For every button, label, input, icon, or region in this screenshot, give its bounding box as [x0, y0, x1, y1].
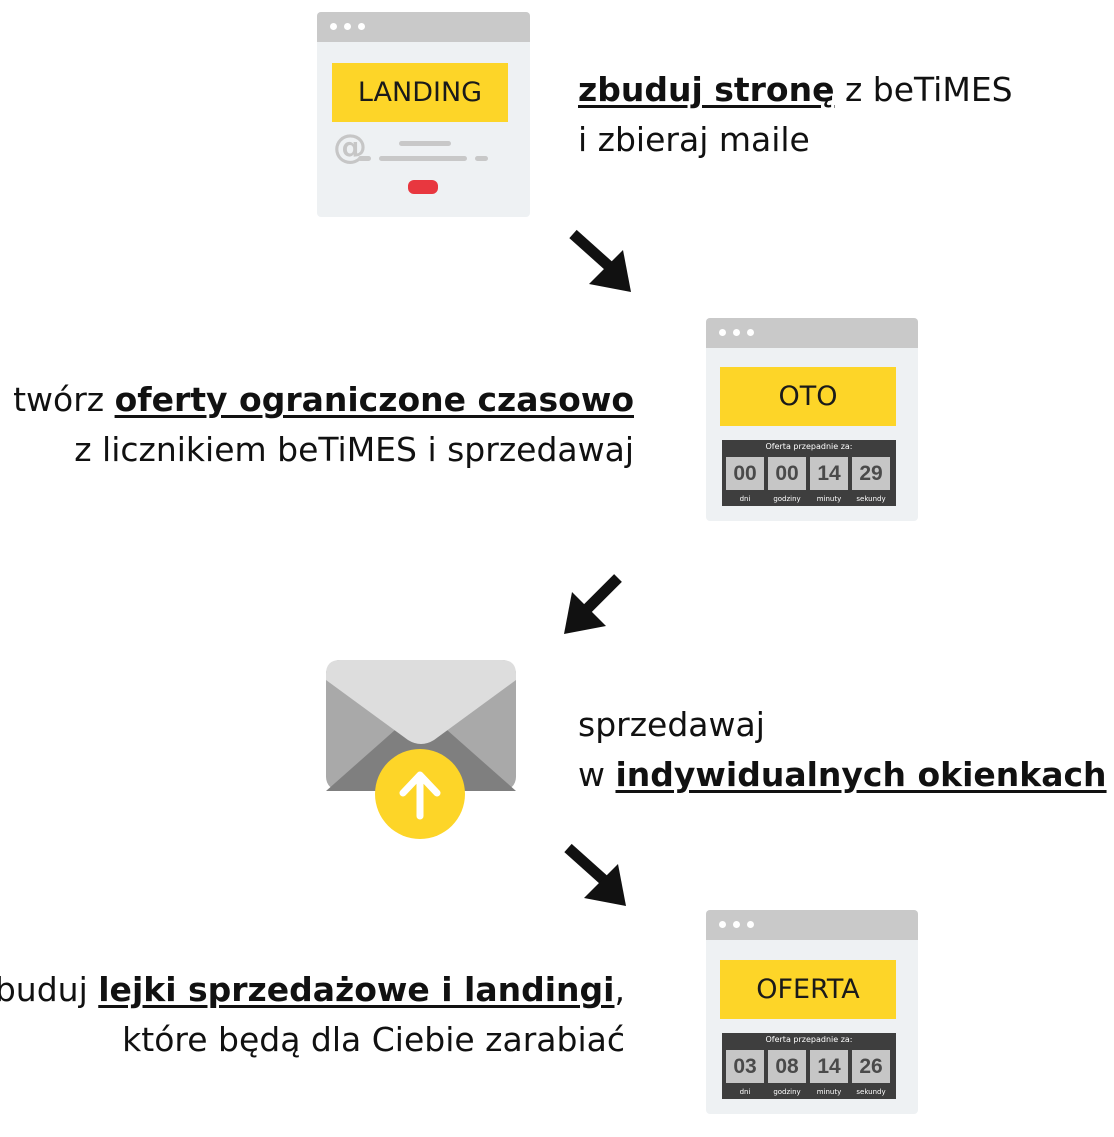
form-line: [399, 141, 451, 146]
timer-days: 03: [726, 1050, 764, 1083]
timer-minutes: 14: [810, 1050, 848, 1083]
window-dot: [747, 329, 754, 336]
window-dot: [358, 23, 365, 30]
cta-button-icon: [408, 180, 438, 194]
landing-banner: LANDING: [332, 63, 508, 122]
window-titlebar: [706, 910, 918, 940]
form-line: [475, 156, 488, 161]
landing-window-icon: LANDING @: [317, 12, 530, 217]
step1-bold: zbuduj stronę: [578, 70, 835, 109]
step1-text: zbuduj stronę z beTiMES i zbieraj maile: [578, 65, 1013, 165]
email-envelope-icon: [326, 660, 516, 839]
window-titlebar: [706, 318, 918, 348]
countdown-timer: Oferta przepadnie za: 03 08 14 26 dni go…: [722, 1033, 896, 1099]
step3-text: sprzedawaj w indywidualnych okienkach: [578, 700, 1107, 800]
timer-days: 00: [726, 457, 764, 490]
step2-text: twórz oferty ograniczone czasowo z liczn…: [13, 375, 634, 475]
step4-text: buduj lejki sprzedażowe i landingi, któr…: [0, 965, 625, 1065]
step1-line2: i zbieraj maile: [578, 120, 810, 159]
form-line: [358, 156, 371, 161]
step4-line2: które będą dla Ciebie zarabiać: [122, 1020, 625, 1059]
timer-unit: godziny: [773, 495, 801, 503]
down-right-arrow-icon: [569, 229, 631, 292]
window-dot: [719, 921, 726, 928]
oferta-banner: OFERTA: [720, 960, 896, 1019]
oferta-window-icon: OFERTA Oferta przepadnie za: 03 08 14 26…: [706, 910, 918, 1114]
timer-unit: dni: [739, 1088, 751, 1096]
timer-seconds: 26: [852, 1050, 890, 1083]
window-dot: [330, 23, 337, 30]
window-dot: [733, 329, 740, 336]
form-line: [379, 156, 467, 161]
timer-unit: minuty: [816, 1088, 842, 1096]
window-dot: [733, 921, 740, 928]
timer-hours: 00: [768, 457, 806, 490]
at-icon: @: [333, 127, 367, 167]
window-dot: [747, 921, 754, 928]
step4-bold: lejki sprzedażowe i landingi: [98, 970, 615, 1009]
step3-bold: indywidualnych okienkach: [615, 755, 1107, 794]
timer-seconds: 29: [852, 457, 890, 490]
step4-prefix: buduj: [0, 970, 99, 1009]
timer-unit: sekundy: [856, 495, 886, 503]
timer-unit: sekundy: [856, 1088, 886, 1096]
step3-line1: sprzedawaj: [578, 705, 765, 744]
down-right-arrow-icon: [564, 843, 626, 906]
upload-arrow-icon: [375, 749, 465, 839]
down-left-arrow-icon: [564, 574, 622, 634]
countdown-timer: Oferta przepadnie za: 00 00 14 29 dni go…: [722, 440, 896, 506]
step3-prefix: w: [578, 755, 616, 794]
step2-prefix: twórz: [13, 380, 115, 419]
timer-minutes: 14: [810, 457, 848, 490]
timer-caption: Oferta przepadnie za:: [765, 1035, 853, 1044]
oto-banner: OTO: [720, 367, 896, 426]
window-dot: [719, 329, 726, 336]
window-titlebar: [317, 12, 530, 42]
timer-unit: godziny: [773, 1088, 801, 1096]
timer-unit: dni: [739, 495, 751, 503]
oto-window-icon: OTO Oferta przepadnie za: 00 00 14 29 dn…: [706, 318, 918, 521]
window-dot: [344, 23, 351, 30]
step4-suffix: ,: [614, 970, 626, 1009]
timer-unit: minuty: [816, 495, 842, 503]
timer-caption: Oferta przepadnie za:: [765, 442, 853, 451]
timer-hours: 08: [768, 1050, 806, 1083]
step2-bold: oferty ograniczone czasowo: [114, 380, 634, 419]
step2-line2: z licznikiem beTiMES i sprzedawaj: [74, 430, 634, 469]
step1-rest: z beTiMES: [834, 70, 1013, 109]
